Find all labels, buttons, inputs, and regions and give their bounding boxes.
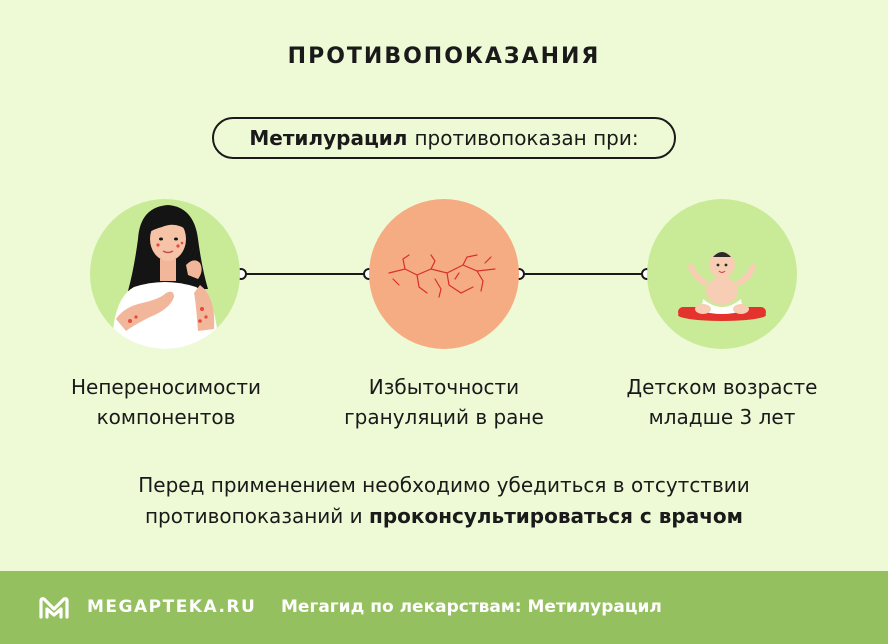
contraindication-caption-intolerance: Непереносимости компонентов	[71, 375, 261, 429]
warning-note: Перед применением необходимо убедиться в…	[138, 473, 750, 528]
footer-bar: MEGAPTEKA.RU Мегагид по лекарствам: Мети…	[0, 571, 888, 644]
intro-pill: Метилурацил противопоказан при:	[212, 117, 676, 159]
footer-tagline: Мегагид по лекарствам: Метилурацил	[281, 597, 662, 617]
page-title: ПРОТИВОПОКАЗАНИЯ	[287, 44, 601, 69]
brand-name[interactable]: MEGAPTEKA.RU	[87, 597, 257, 617]
contraindication-caption-children: Детском возрасте младше 3 лет	[626, 375, 818, 429]
megapteka-logo-icon	[39, 597, 69, 619]
contraindication-caption-granulation: Избыточности грануляций в ране	[344, 375, 544, 429]
intro-text: противопоказан при:	[414, 126, 639, 150]
intro-drug-name: Метилурацил	[249, 126, 408, 150]
cracked-skin-illustration	[369, 199, 519, 349]
note-bold-text: проконсультироваться с врачом	[369, 504, 744, 528]
baby-illustration	[647, 199, 797, 349]
note-regular-text: противопоказаний и	[144, 504, 363, 528]
woman-allergy-illustration	[90, 199, 240, 349]
